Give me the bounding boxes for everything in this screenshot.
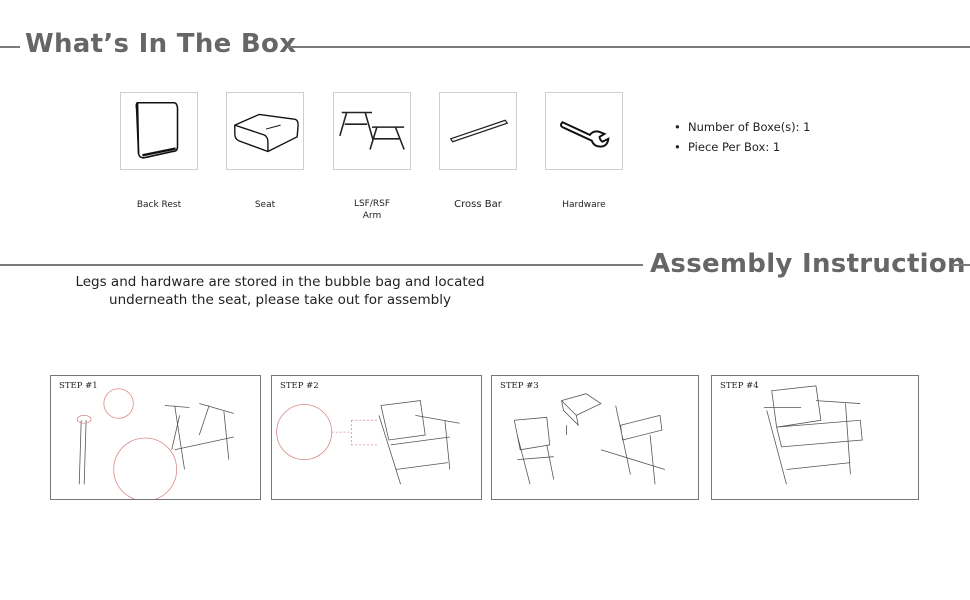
item-label: Arm [362,211,382,221]
wrench-icon [560,121,610,148]
divider-line [0,264,643,266]
item-arm [333,92,411,170]
divider-line [952,264,970,266]
item-cross-bar [439,92,517,170]
assembly-section-title: Assembly Instruction [650,249,966,279]
item-back-rest [120,92,198,170]
seat-icon [234,113,299,153]
step-2-illustration [276,400,460,485]
step-4-panel: STEP #4 [711,375,919,500]
arm-icon [339,111,405,150]
item-seat [226,92,304,170]
item-label: Cross Bar [454,199,502,210]
item-label: LSF/RSF [353,199,391,209]
step-label: STEP #3 [500,381,539,391]
assembly-note: Legs and hardware are stored in the bubb… [60,273,500,309]
box-detail: •Piece Per Box: 1 [674,140,781,154]
note-line: Legs and hardware are stored in the bubb… [75,274,485,290]
cross-bar-icon [449,119,509,143]
note-line: underneath the seat, please take out for… [109,292,451,308]
box-detail: •Number of Boxe(s): 1 [674,120,811,134]
step-1-illustration [76,388,234,499]
step-label: STEP #2 [280,381,319,391]
step-3-illustration [513,393,665,485]
step-label: STEP #4 [720,381,759,391]
piece-count: Piece Per Box: 1 [688,140,781,154]
box-section-title: What’s In The Box [25,29,297,59]
divider-line [0,46,20,48]
box-count: Number of Boxe(s): 1 [688,120,811,134]
step-label: STEP #1 [59,381,98,391]
step-3-panel: STEP #3 [491,375,699,500]
item-label: Hardware [562,200,606,210]
item-hardware [545,92,623,170]
divider-line [288,46,970,48]
step-4-illustration [763,385,863,485]
item-label: Back Rest [136,200,182,210]
back-rest-icon [135,101,179,159]
step-2-panel: STEP #2 [271,375,482,500]
step-1-panel: STEP #1 [50,375,261,500]
item-label: Seat [254,200,276,210]
